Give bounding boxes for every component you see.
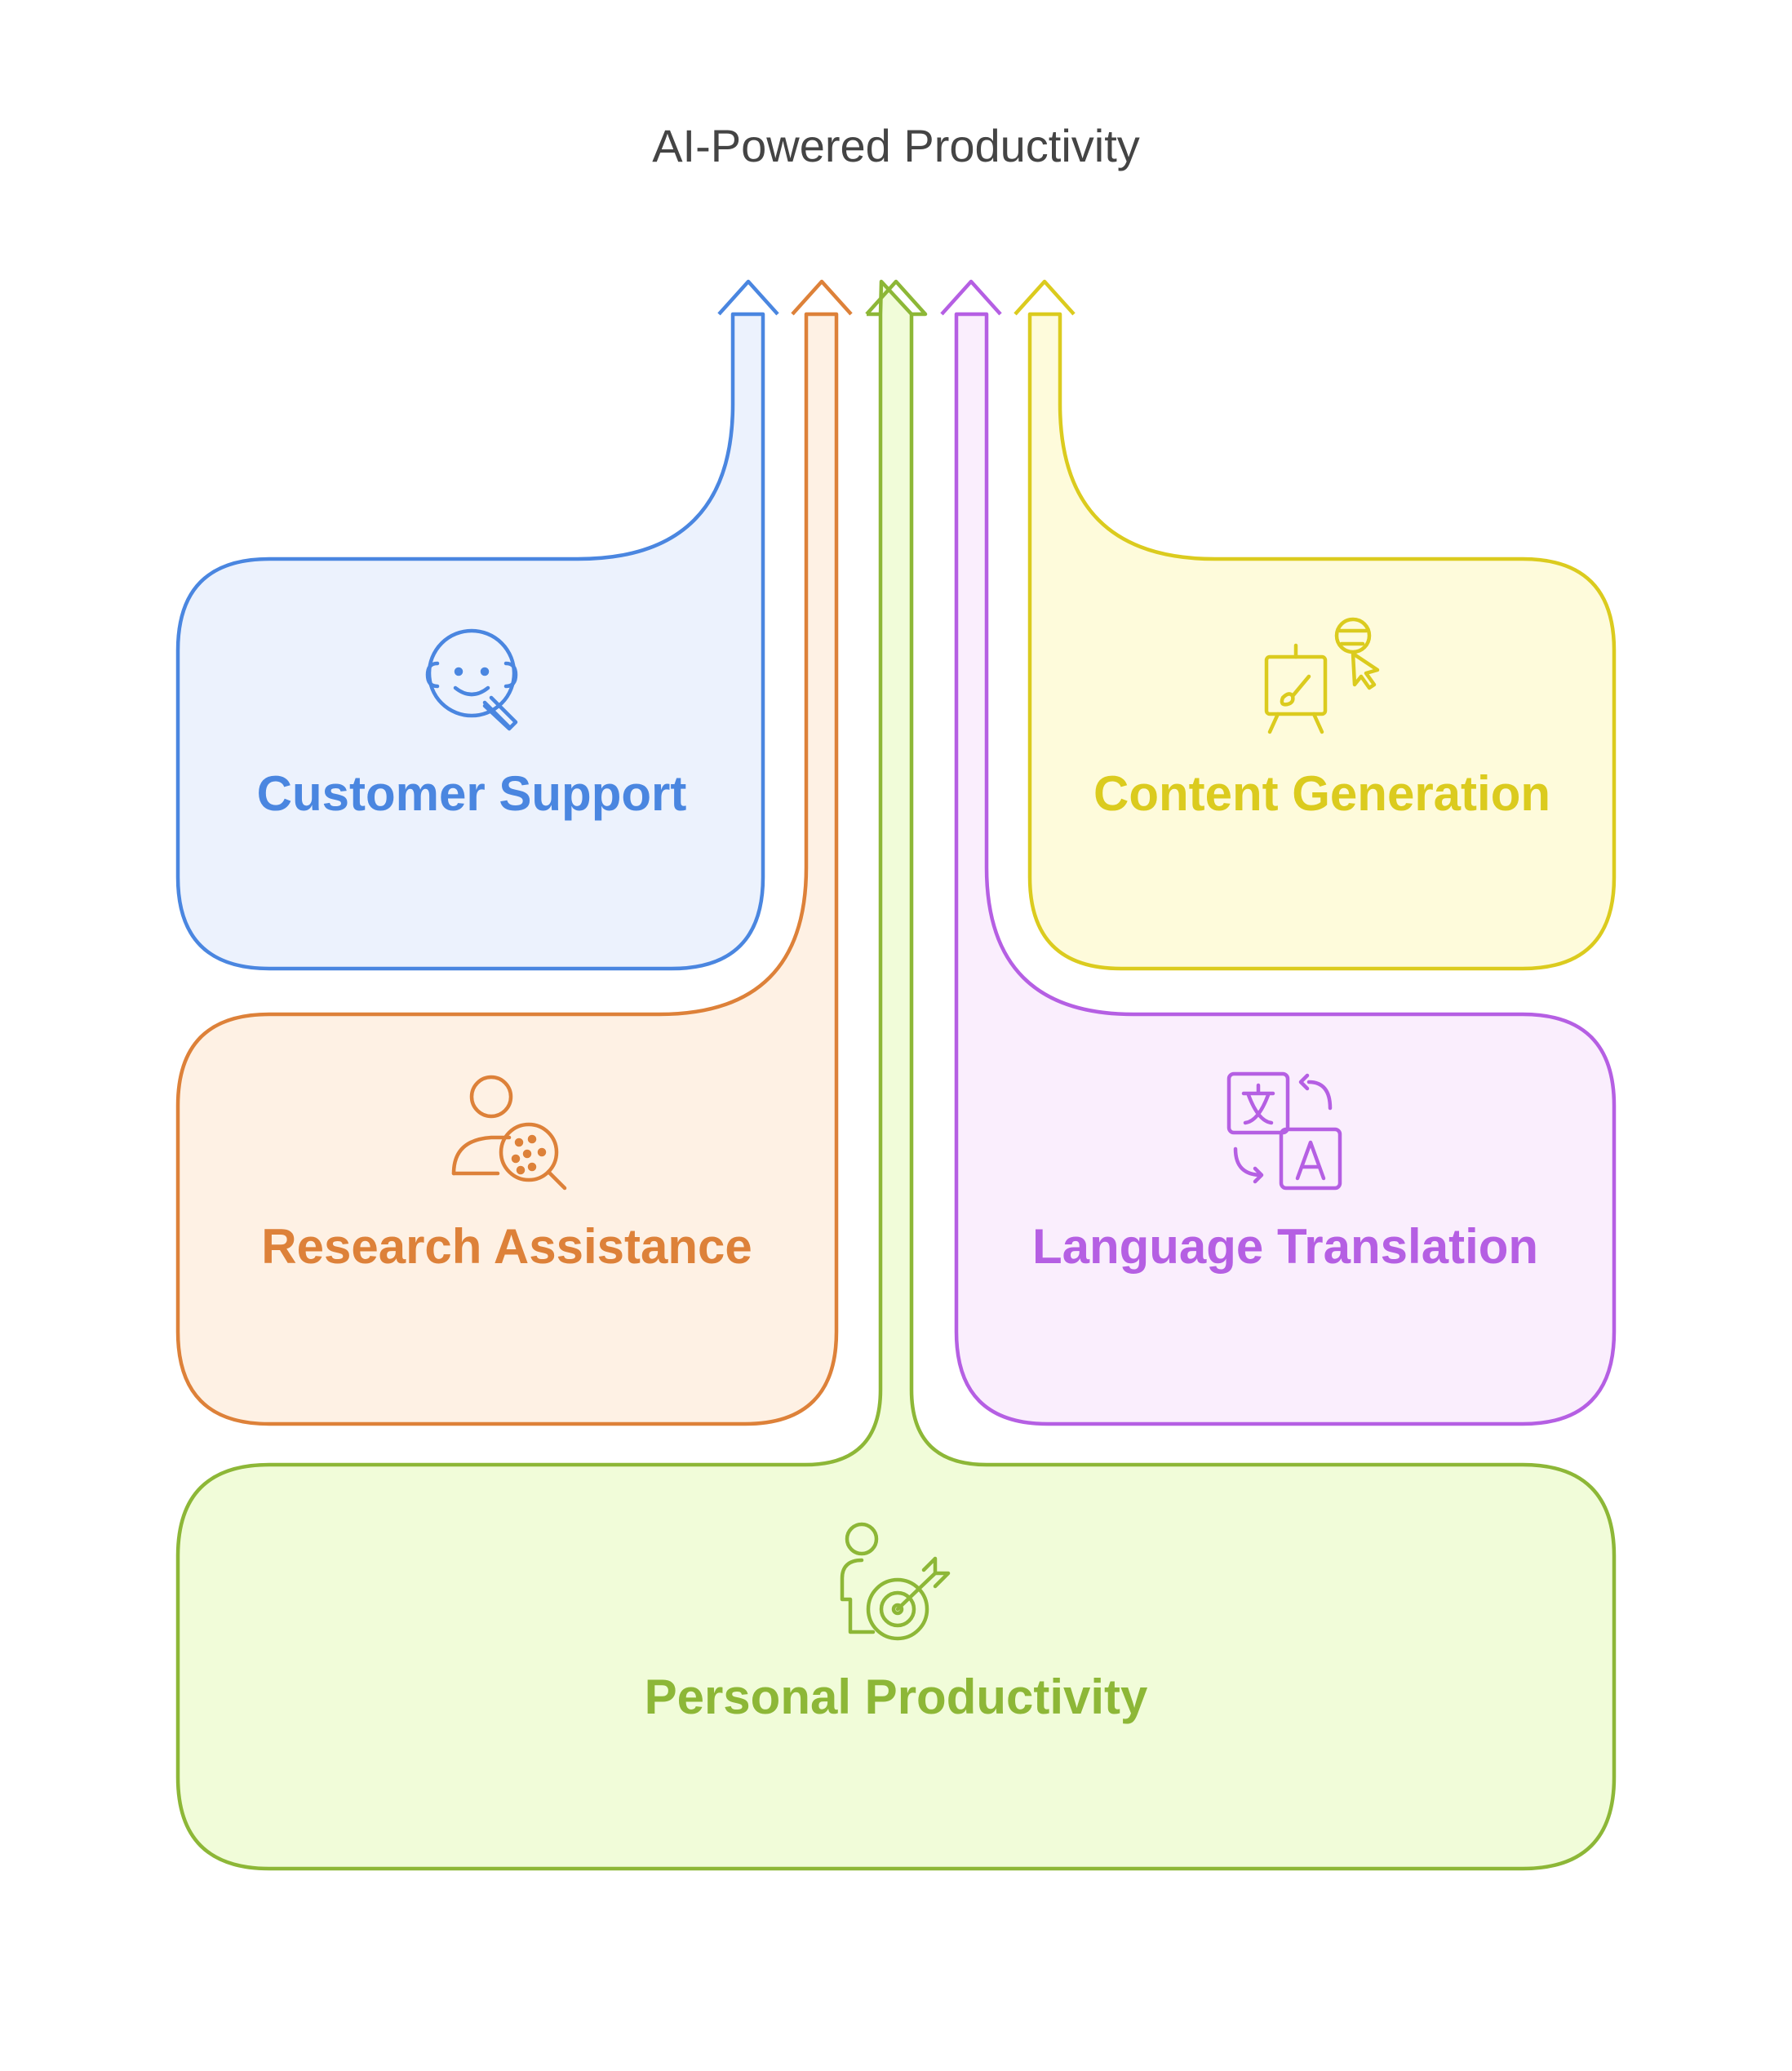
content-generation-label: Content Generation <box>1093 766 1550 821</box>
customer-support-section: Customer Support <box>175 279 779 971</box>
personal-productivity-label: Personal Productivity <box>645 1670 1148 1724</box>
research-assistance-section: Research Assistance <box>175 279 853 1426</box>
research-assistance-label: Research Assistance <box>261 1219 752 1274</box>
research-magnifier-icon <box>451 1075 567 1191</box>
customer-support-shape <box>175 312 765 971</box>
content-generation-shape <box>1027 312 1617 971</box>
customer-support-label: Customer Support <box>257 766 687 821</box>
language-translation-arrowhead <box>940 279 1002 316</box>
personal-productivity-shape <box>175 279 1617 1871</box>
content-generation-section: Content Generation <box>1014 279 1617 971</box>
content-generation-arrowhead <box>1014 279 1076 316</box>
easel-cursor-icon <box>1264 617 1380 734</box>
personal-productivity-section: Personal Productivity <box>175 279 1617 1871</box>
diagram-title: AI-Powered Productivity <box>652 120 1140 171</box>
translate-icon <box>1226 1071 1342 1191</box>
research-assistance-arrowhead <box>791 279 853 316</box>
support-agent-icon <box>425 628 518 731</box>
personal-productivity-arrowhead <box>865 279 928 317</box>
person-target-icon <box>840 1522 951 1641</box>
language-translation-section: Language Translation <box>940 279 1617 1426</box>
language-translation-shape <box>954 312 1617 1426</box>
customer-support-arrowhead <box>717 279 779 316</box>
research-assistance-shape <box>175 312 839 1426</box>
language-translation-label: Language Translation <box>1032 1219 1538 1274</box>
